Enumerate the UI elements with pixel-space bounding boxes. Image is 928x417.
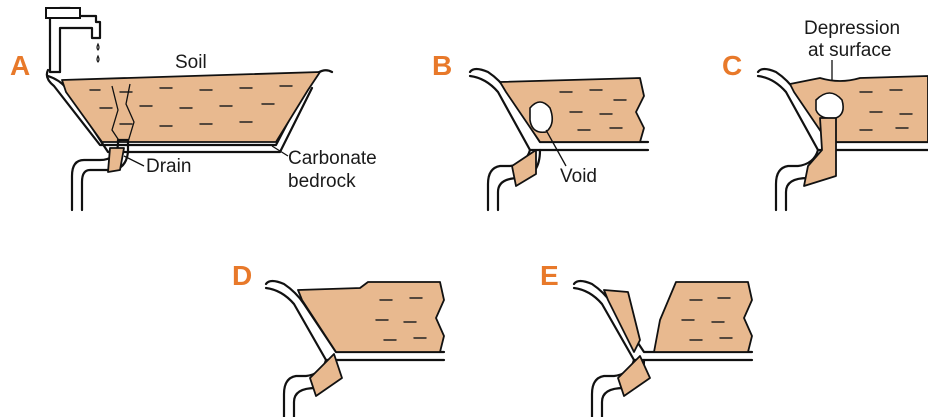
panel-letter-c: C [722, 50, 742, 81]
void-cavity [530, 102, 552, 132]
panel-letter-a: A [10, 50, 30, 81]
void-label: Void [560, 166, 597, 187]
soil-layer-d [298, 282, 444, 352]
drain-label: Drain [146, 156, 191, 177]
drain-pipe-d [284, 354, 342, 417]
panel-e: E [540, 260, 752, 417]
faucet-icon [46, 8, 100, 72]
bedrock-label-line2: bedrock [288, 171, 356, 192]
panel-letter-b: B [432, 50, 452, 81]
depression-label-line1: Depression [804, 18, 900, 39]
soil-layer-b [500, 78, 644, 142]
soil-layer-e-left [604, 290, 640, 352]
drain-pipe-c [776, 118, 836, 210]
soil-layer-e-right [654, 282, 752, 352]
soil-layer-c [790, 76, 928, 142]
panel-letter-e: E [540, 260, 559, 291]
void-cavity-c [816, 93, 843, 118]
soil-label: Soil [175, 52, 207, 73]
panel-b: B Void [432, 50, 648, 210]
bedrock-label-line1: Carbonate [288, 148, 377, 169]
soil-layer [62, 72, 320, 142]
panel-c: C Depression at surface [722, 18, 928, 210]
panel-a: A Soil Drain Carbonate bedrock [10, 8, 377, 210]
drain-pipe-b [488, 150, 540, 210]
depression-label-line2: at surface [808, 40, 891, 61]
panel-d: D [232, 260, 444, 417]
drain-pipe [72, 140, 128, 210]
panel-letter-d: D [232, 260, 252, 291]
drain-pipe-e [592, 356, 650, 417]
